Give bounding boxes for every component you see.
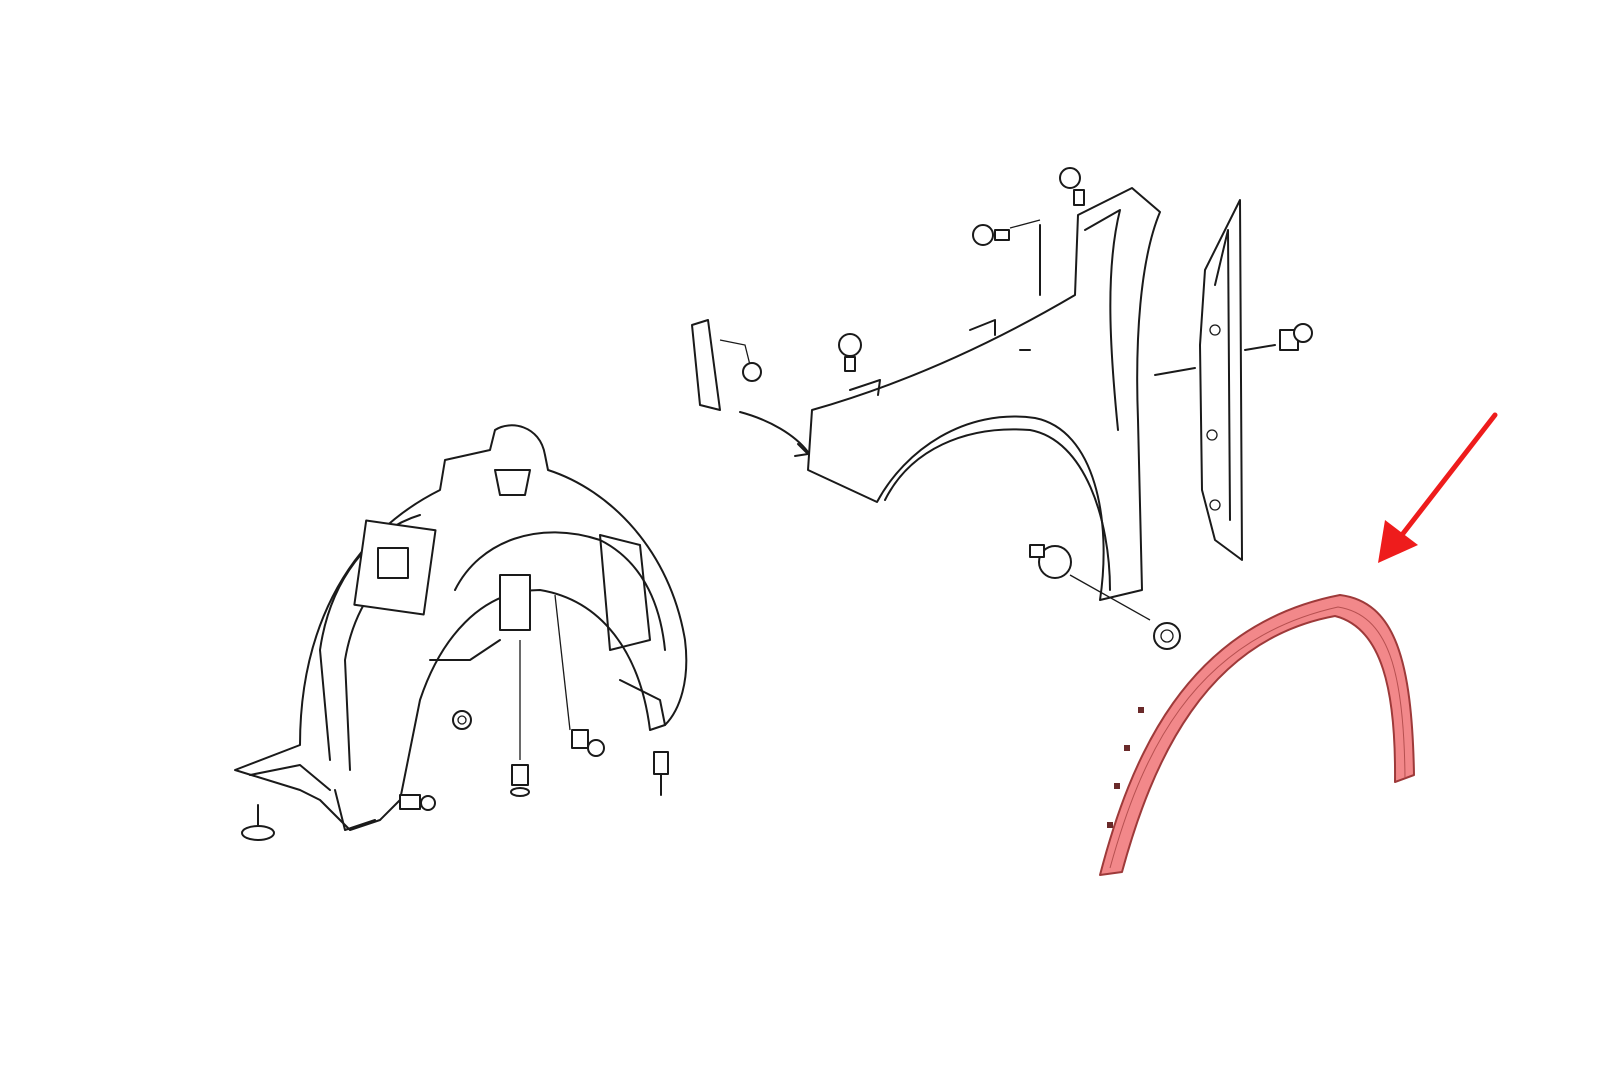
front-fender <box>807 187 1196 601</box>
bolt-icon <box>1279 323 1313 351</box>
push-clip-icon <box>1029 544 1151 621</box>
fender-bracket <box>691 319 809 457</box>
fender-fasteners <box>838 167 1181 650</box>
bolt-icon <box>1059 167 1085 206</box>
clip-icon <box>554 594 605 757</box>
wheel-arch-trim-highlighted <box>1099 594 1415 876</box>
bolt-icon <box>972 219 1041 246</box>
wheel-liner-fasteners <box>241 594 669 841</box>
nut-icon <box>452 710 472 730</box>
clip-icon <box>399 794 436 811</box>
wheel-liner <box>234 424 688 831</box>
nut-icon <box>1153 622 1181 650</box>
a-pillar-trim <box>1199 199 1313 561</box>
clip-icon <box>510 640 530 797</box>
clip-icon <box>653 751 669 796</box>
screw-icon <box>241 804 275 841</box>
red-arrow-icon <box>1378 412 1498 563</box>
bolt-icon <box>838 333 862 372</box>
